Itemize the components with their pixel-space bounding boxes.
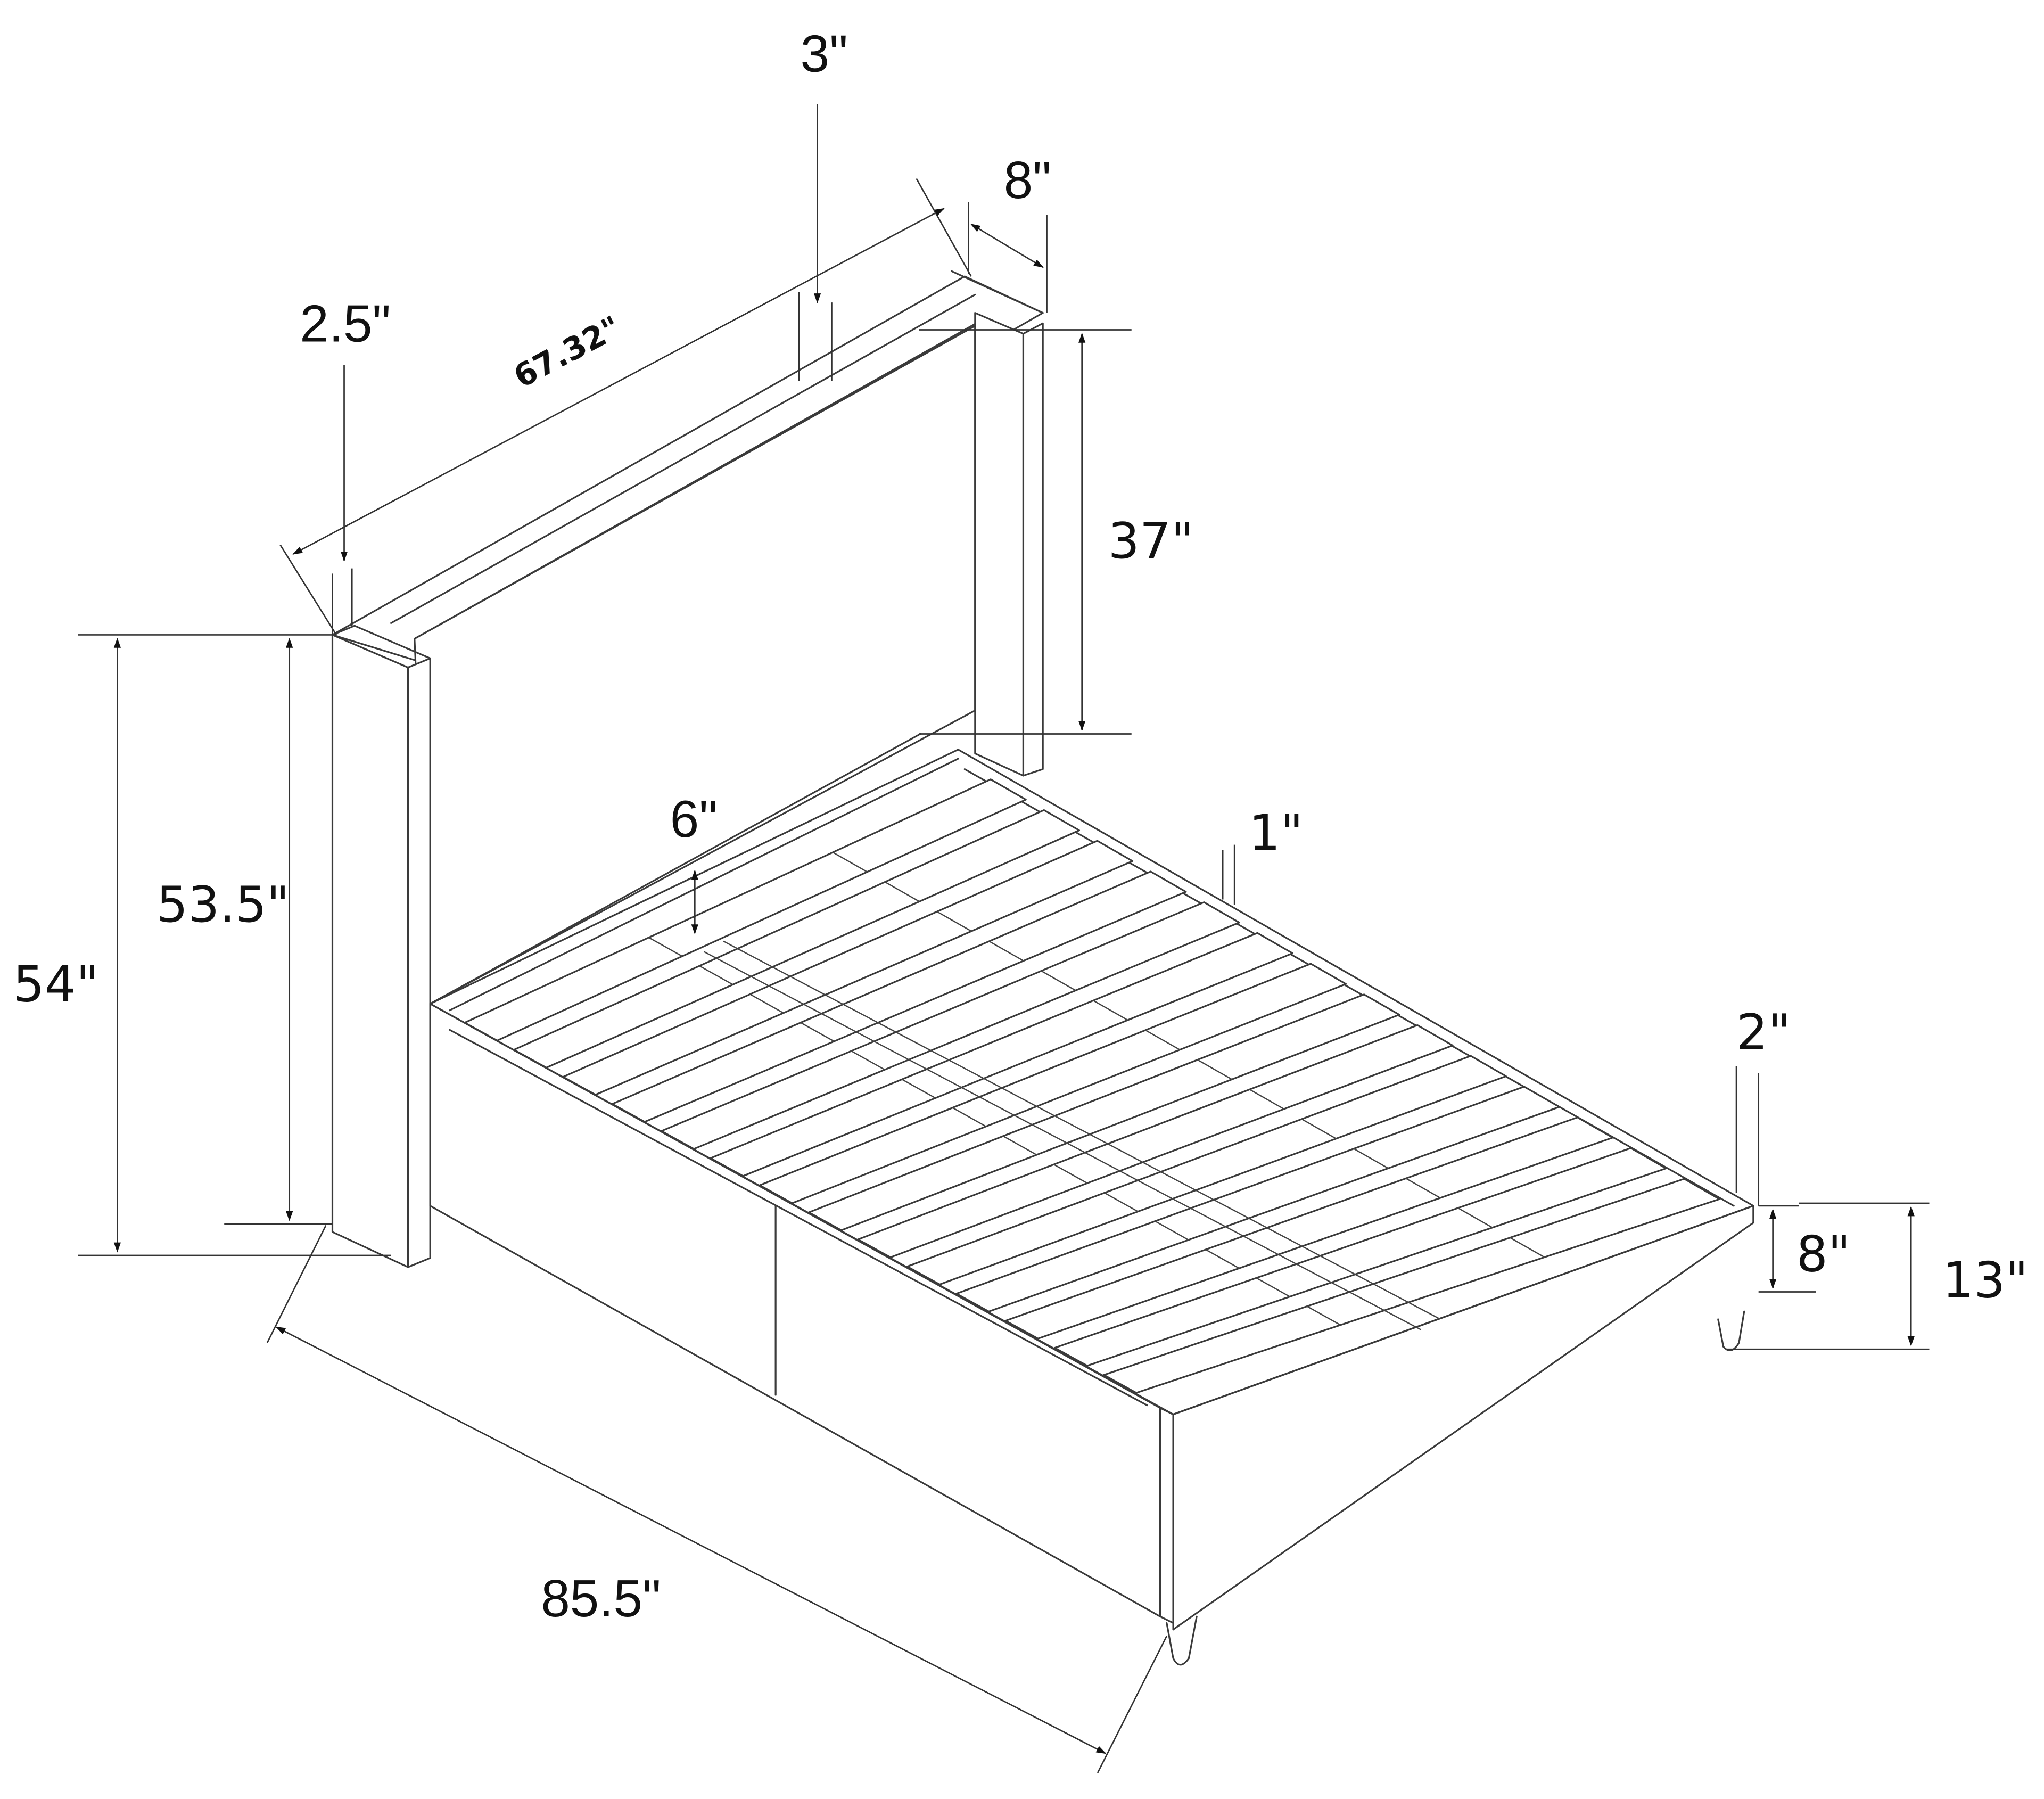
label-headboard-depth: 8" [1004, 151, 1051, 209]
slat [562, 840, 1134, 1096]
slat [955, 1086, 1561, 1313]
label-wing-height: 53.5" [156, 876, 290, 933]
slat [513, 809, 1080, 1069]
slat [906, 1055, 1507, 1286]
slat [464, 778, 1027, 1042]
slat [611, 870, 1187, 1123]
leg-front [1166, 1615, 1198, 1666]
headboard-left-wing [331, 634, 409, 1268]
headboard-right-post [974, 312, 1025, 777]
slat [759, 963, 1347, 1204]
label-top-rail: 3" [801, 24, 848, 83]
label-panel-height: 37" [1108, 512, 1194, 570]
slat [660, 901, 1240, 1150]
slat [857, 1024, 1454, 1259]
leg-right [1717, 1310, 1745, 1351]
label-overall-height: 54" [13, 955, 98, 1013]
label-slat-clearance: 6" [670, 790, 718, 848]
slats [464, 778, 1720, 1394]
dimension-lines [78, 104, 1930, 1773]
slat [1103, 1178, 1720, 1394]
slat [808, 993, 1400, 1231]
label-headboard-width: 67.32" [508, 308, 627, 395]
label-side-rail: 1" [1249, 804, 1303, 861]
label-overall-length: 85.5" [541, 1569, 661, 1628]
slat [710, 932, 1293, 1177]
label-floor-to-frame: 13" [1942, 1251, 2028, 1309]
label-frame-height: 8" [1796, 1225, 1851, 1283]
label-wing-thickness: 2.5" [300, 294, 391, 353]
label-footboard: 2" [1736, 1004, 1791, 1061]
